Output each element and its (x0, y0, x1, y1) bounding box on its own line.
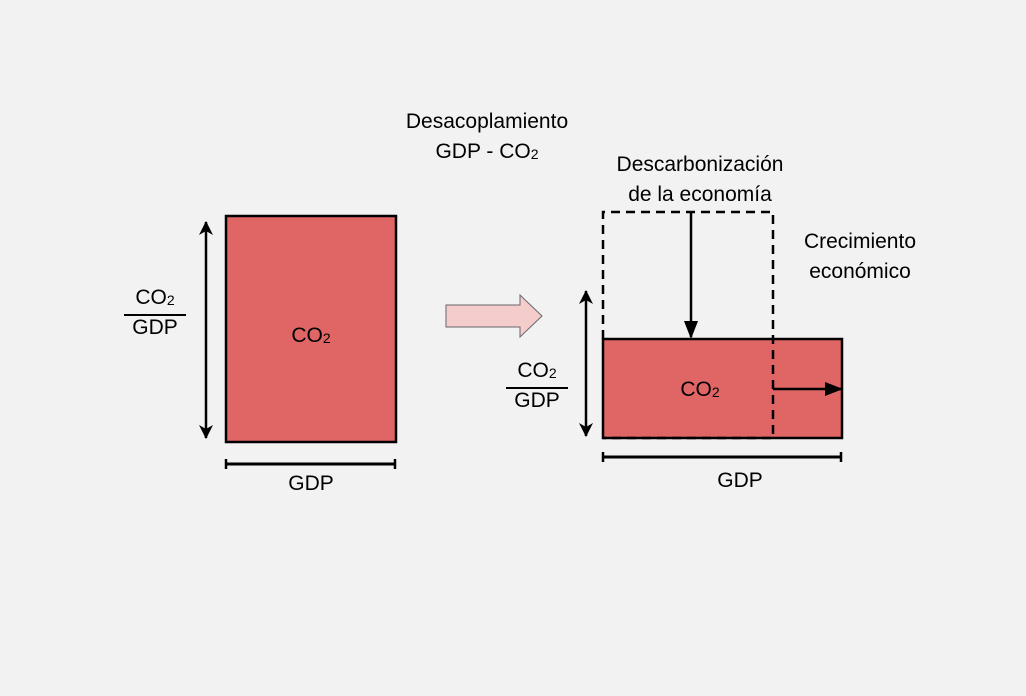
right-ratio-label: CO2 GDP (506, 359, 568, 413)
right-gdp-label: GDP (717, 469, 763, 492)
left-ratio-label: CO2 GDP (124, 286, 186, 340)
fraction-bar (506, 387, 568, 389)
decarbonization-label: Descarbonización de la economía (616, 153, 784, 206)
left-gdp-label: GDP (288, 472, 334, 495)
economic-growth-label: Crecimiento económico (803, 230, 917, 283)
right-gdp-bracket (601, 452, 843, 462)
transition-arrow (445, 293, 543, 339)
left-box-label: CO2 (291, 324, 331, 347)
left-gdp-bracket (224, 459, 397, 469)
title-line1: Desacoplamiento (405, 110, 569, 133)
title-line2: GDP - CO2 (435, 140, 539, 163)
decoupling-title: Desacoplamiento GDP - CO2 (370, 107, 604, 169)
fraction-bar (124, 314, 186, 316)
right-box-label: CO2 (680, 378, 720, 401)
left-co2-box (224, 214, 398, 444)
